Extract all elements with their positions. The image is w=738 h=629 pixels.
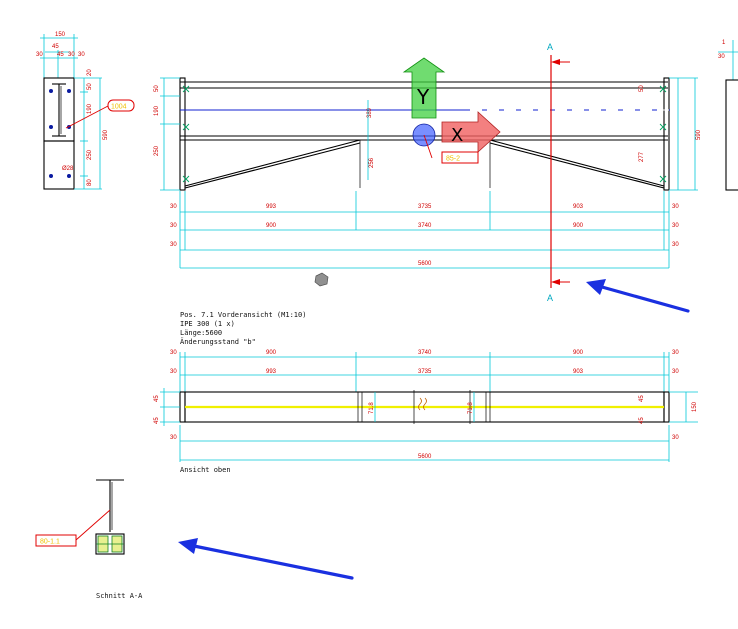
front-tag-label: 85-2 [446,156,460,163]
front-inner-dim-0: 389 [367,107,373,118]
front-dim-rows [179,191,670,269]
front-row3-1: 30 [672,242,679,248]
top-row2-1: 993 [266,369,277,375]
top-bottom-dim-1: 30 [672,435,679,441]
front-caption-1: IPE 300 (1 x) [180,320,235,328]
axis-gizmo[interactable]: Y X 85-2 [402,57,501,164]
section-label-top: A [547,42,553,52]
top-left-dim-1: 45 [154,417,160,424]
front-left-dim-1: 190 [154,105,160,116]
front-inner-dim-1: 256 [369,157,375,168]
front-right-dim-0: 50 [639,85,645,92]
top-row1-0: 30 [170,350,177,356]
front-right-end-plate[interactable] [663,77,670,191]
left-dim-right-1: 50 [87,83,93,90]
front-row1-2: 3735 [418,204,432,210]
plate-tag-label: 1004 [111,104,127,111]
front-left-dim-2: 250 [154,145,160,156]
top-left-end-plate[interactable] [179,391,186,423]
top-right-dim-2: 45 [639,417,645,424]
top-row1-1: 900 [266,350,277,356]
right-clipped-view: 1 30 [718,40,738,191]
left-dim-top-0: 150 [55,32,66,38]
right-clip-dim-0: 1 [722,40,726,46]
top-right-dim-0: 45 [639,395,645,402]
left-dim-top-1: 45 [52,44,59,50]
top-row2-0: 30 [170,369,177,375]
top-dim-rows [179,352,670,462]
section-line-a-a[interactable]: A A [547,42,570,303]
left-dim-top-4: 30 [68,52,75,58]
left-dim-right-2: 190 [87,103,93,114]
left-dim-overall: 590 [103,129,109,140]
y-axis-label: Y [416,85,430,109]
top-left-dim-0: 45 [154,395,160,402]
annotation-arrows [178,279,690,580]
section-tag-label: 80-1.1 [40,539,60,546]
top-inner-dim-0: 71.8 [369,402,375,414]
arrow-to-section-line [600,285,690,313]
front-caption-3: Änderungsstand "b" [180,337,256,346]
top-row1-4: 30 [672,350,679,356]
left-dim-right-3: 250 [87,149,93,160]
front-row1-4: 30 [672,204,679,210]
front-row2-2: 3740 [418,223,432,229]
front-right-dim-1: 590 [696,129,702,140]
left-side-view[interactable]: 150 45 30 45 30 30 Ø28 20 50 [36,32,135,190]
left-dim-top-5: 30 [78,52,85,58]
section-label-bottom: A [547,293,553,303]
front-row2-4: 30 [672,223,679,229]
front-view[interactable]: 50 190 250 50 590 277 389 256 30 993 373… [154,57,702,346]
top-bottom-dim-0: 30 [170,435,177,441]
front-caption-2: Länge:5600 [180,329,222,337]
top-caption: Ansicht oben [180,466,231,474]
left-dim-right-0: 20 [87,69,93,76]
front-row1-1: 993 [266,204,277,210]
top-right-dim-1: 150 [692,401,698,412]
grey-node-marker[interactable] [314,272,329,287]
left-dim-right-4: 80 [87,179,93,186]
top-row2-4: 30 [672,369,679,375]
left-dim-top-3: 45 [57,52,64,58]
front-row1-3: 903 [573,204,584,210]
front-right-dim-2: 277 [639,151,645,162]
front-row3-0: 30 [170,242,177,248]
section-tag[interactable] [35,534,77,547]
top-row2-3: 903 [573,369,584,375]
front-row2-0: 30 [170,223,177,229]
top-row1-2: 3740 [418,350,432,356]
section-caption: Schnitt A-A [96,592,143,600]
front-left-end-plate[interactable] [179,77,186,191]
front-row2-1: 900 [266,223,277,229]
top-inner-dim-1: 71.8 [468,402,474,414]
top-row1-3: 900 [573,350,584,356]
left-dim-top-2: 30 [36,52,43,58]
top-right-end-plate[interactable] [663,391,670,423]
x-axis-arrow[interactable] [441,111,501,153]
end-plate-lower[interactable] [43,140,75,190]
front-left-dim-0: 50 [154,85,160,92]
plate-tag[interactable] [107,99,135,112]
section-view-a-a[interactable]: 80-1.1 Schnitt A-A [35,479,143,600]
x-axis-label: X [451,125,463,146]
front-row2-3: 900 [573,223,584,229]
front-row1-0: 30 [170,204,177,210]
top-view[interactable]: 30 900 3740 900 30 30 993 3735 903 30 71… [154,350,698,474]
arrow-to-section-view [192,544,354,580]
top-overall-dim: 5600 [418,454,432,460]
front-caption-0: Pos. 7.1 Vorderansicht (M1:10) [180,311,306,319]
top-row2-2: 3735 [418,369,432,375]
bolt-note: Ø28 [62,166,74,172]
front-overall-dim: 5600 [418,261,432,267]
front-tag[interactable] [441,151,479,164]
bolt-group[interactable] [49,89,71,178]
y-axis-arrow[interactable] [402,57,446,119]
right-clip-dim-1: 30 [718,54,725,60]
